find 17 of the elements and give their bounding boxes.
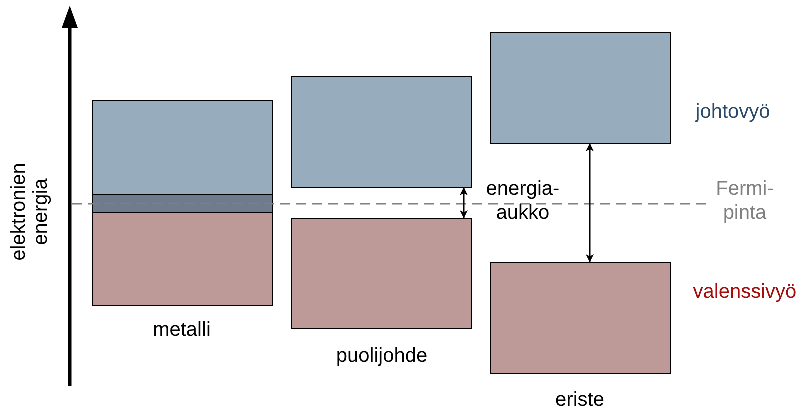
double-arrow xyxy=(460,188,468,218)
valence-band xyxy=(490,262,671,374)
valence-band xyxy=(92,212,273,306)
conduction-band xyxy=(490,32,671,144)
band-overlap xyxy=(92,194,273,213)
material-label: puolijohde xyxy=(335,344,429,368)
material-label: eriste xyxy=(554,388,606,412)
conduction-band xyxy=(92,100,273,195)
band-label: valenssivyö xyxy=(692,280,798,304)
fermi-level-label: Fermi- pinta xyxy=(715,177,775,225)
material-label: metalli xyxy=(152,318,212,342)
band-label: johtovyö xyxy=(694,100,772,124)
conduction-band xyxy=(291,76,472,188)
band-gap-label: energia- aukko xyxy=(485,177,561,225)
axis-label: elektronien energia xyxy=(8,162,52,263)
double-arrow xyxy=(586,144,594,262)
valence-band xyxy=(291,218,472,329)
